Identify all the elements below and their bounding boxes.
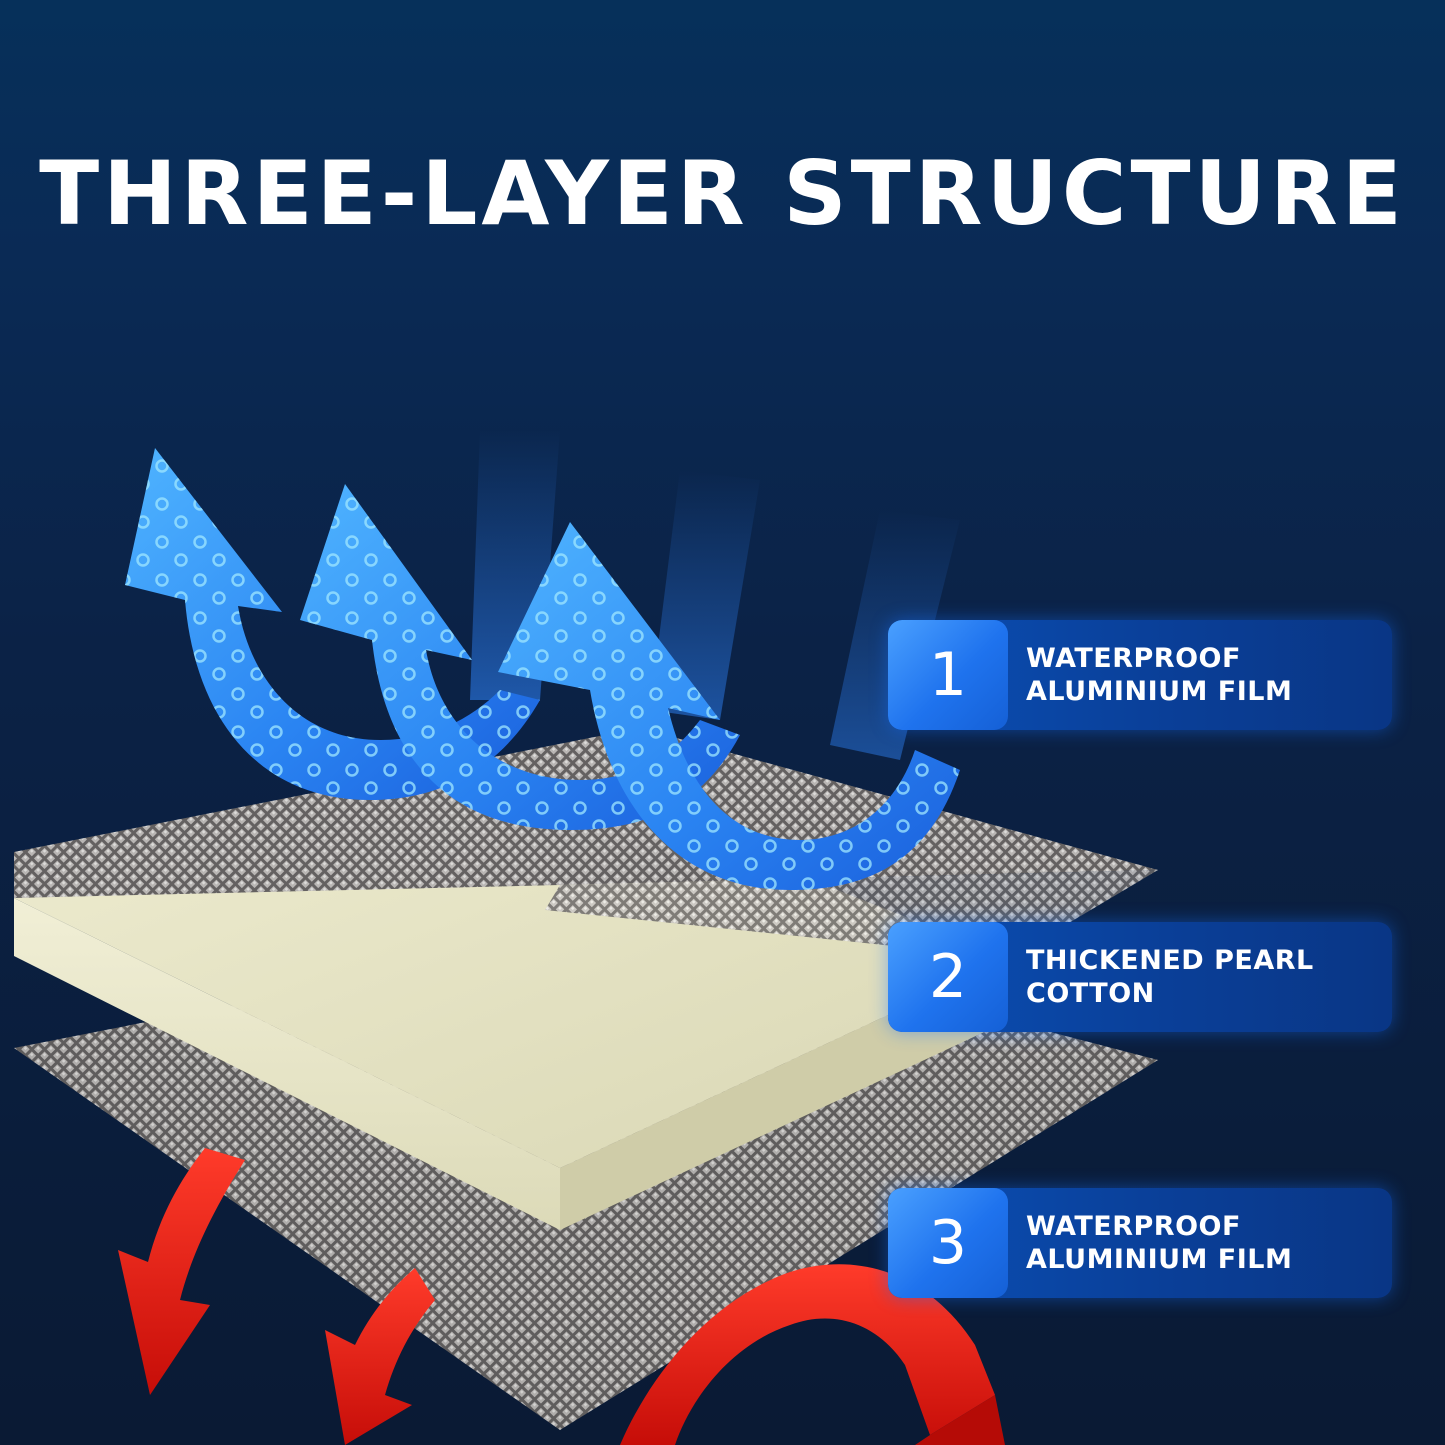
layer-2-line-1: THICKENED PEARL — [1026, 945, 1314, 976]
cold-air-arrows-icon — [125, 430, 960, 890]
layer-3-text: WATERPROOF ALUMINIUM FILM — [1026, 1188, 1376, 1298]
heat-arrows-icon — [118, 1148, 1005, 1445]
layer-3-number: 3 — [888, 1188, 1008, 1298]
layer-2-number: 2 — [888, 922, 1008, 1032]
layer-3-label: 3 WATERPROOF ALUMINIUM FILM — [888, 1188, 1392, 1298]
layer-2-line-2: COTTON — [1026, 978, 1155, 1009]
layer-1-line-1: WATERPROOF — [1026, 643, 1241, 674]
layer-3-line-1: WATERPROOF — [1026, 1211, 1241, 1242]
layer-2-text: THICKENED PEARL COTTON — [1026, 922, 1376, 1032]
page-title: THREE-LAYER STRUCTURE — [39, 142, 1406, 245]
layer-3-line-2: ALUMINIUM FILM — [1026, 1244, 1293, 1275]
layer-1-label: 1 WATERPROOF ALUMINIUM FILM — [888, 620, 1392, 730]
layer-1-line-2: ALUMINIUM FILM — [1026, 676, 1293, 707]
layer-1-number: 1 — [888, 620, 1008, 730]
layer-1-text: WATERPROOF ALUMINIUM FILM — [1026, 620, 1376, 730]
layer-2-label: 2 THICKENED PEARL COTTON — [888, 922, 1392, 1032]
